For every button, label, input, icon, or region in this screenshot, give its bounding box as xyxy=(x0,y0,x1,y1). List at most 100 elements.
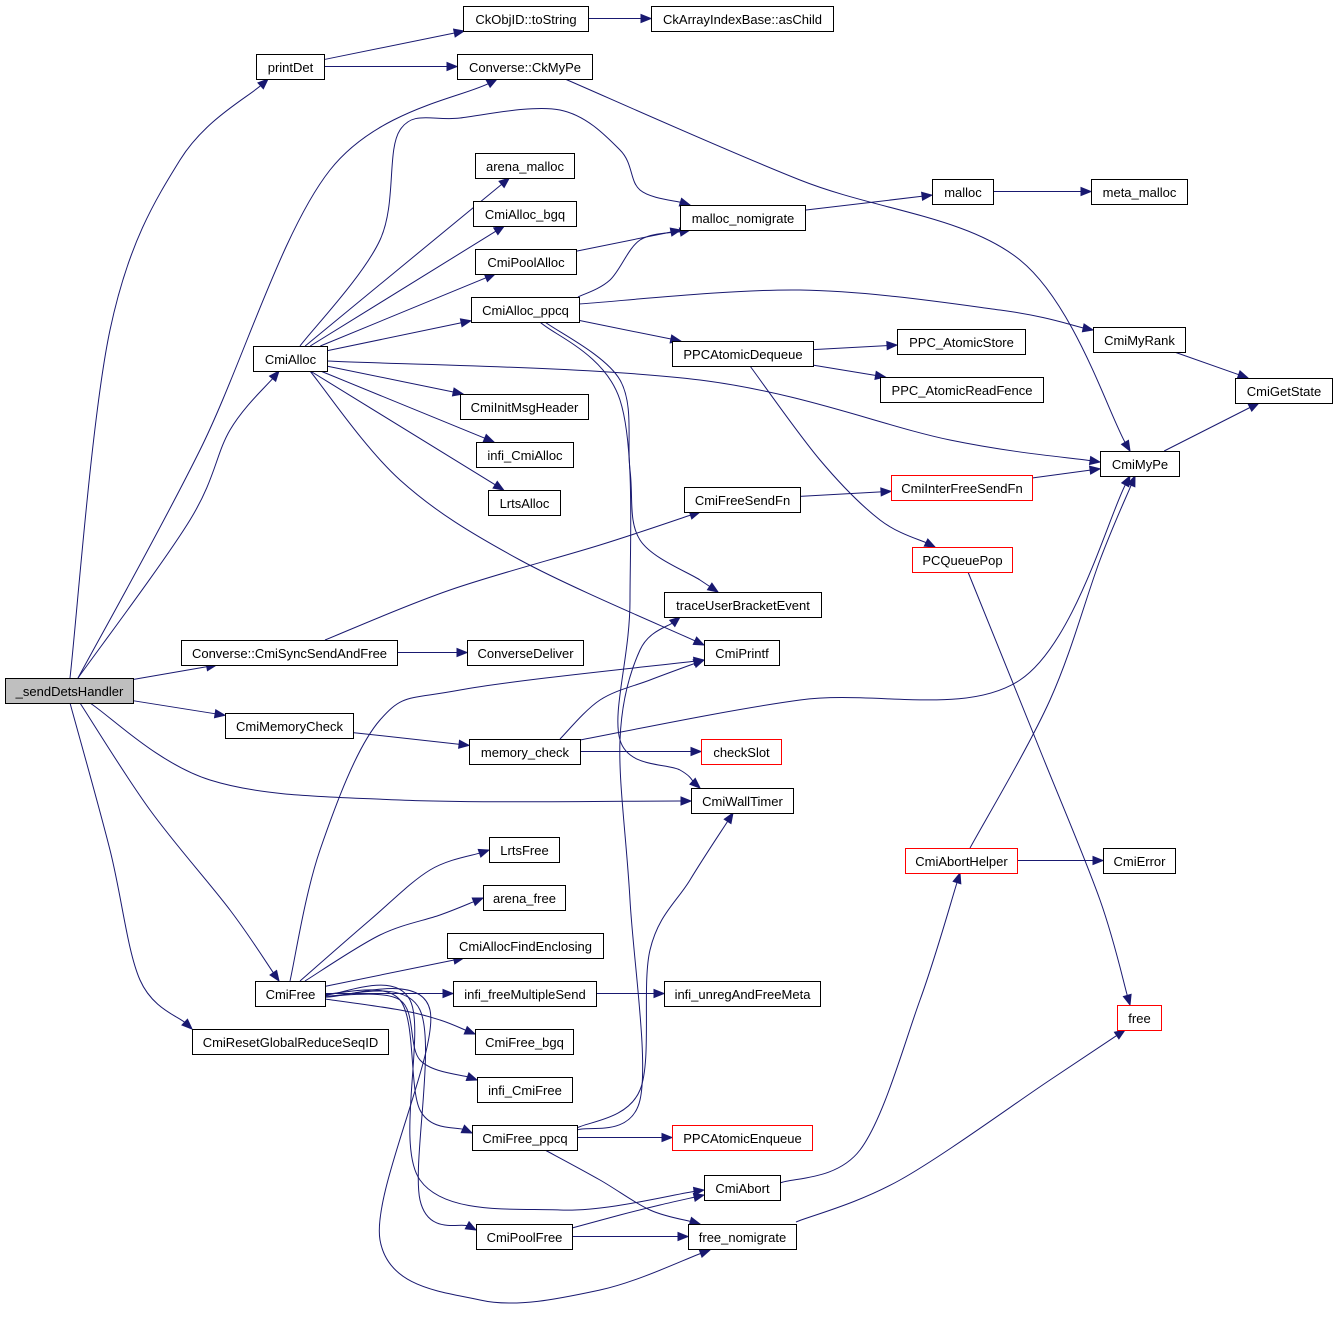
node-box[interactable] xyxy=(1103,848,1176,874)
node-box[interactable] xyxy=(880,377,1044,403)
node-box[interactable] xyxy=(1117,1005,1162,1031)
node-box[interactable] xyxy=(1235,378,1333,404)
node-CmiFreeSendFn[interactable]: CmiFreeSendFn xyxy=(684,487,801,513)
node-CmiAbortHelper[interactable]: CmiAbortHelper xyxy=(905,848,1018,874)
node-box[interactable] xyxy=(477,1077,573,1103)
node-box[interactable] xyxy=(469,739,581,765)
node-box[interactable] xyxy=(905,848,1018,874)
node-CmiFree[interactable]: CmiFree xyxy=(255,981,326,1007)
node-infi_freeMultipleSend[interactable]: infi_freeMultipleSend xyxy=(453,981,597,1007)
node-box[interactable] xyxy=(1100,451,1180,477)
node-box[interactable] xyxy=(475,153,575,179)
node-box[interactable] xyxy=(1093,327,1186,353)
node-box[interactable] xyxy=(475,1029,574,1055)
node-box[interactable] xyxy=(664,592,822,618)
node-box[interactable] xyxy=(256,54,325,80)
node-box[interactable] xyxy=(688,1224,797,1250)
node-PCQueuePop[interactable]: PCQueuePop xyxy=(912,547,1013,573)
node-PPC_AtomicStore[interactable]: PPC_AtomicStore xyxy=(897,329,1026,355)
node-CmiAbort[interactable]: CmiAbort xyxy=(704,1175,781,1201)
node-LrtsFree[interactable]: LrtsFree xyxy=(489,837,560,863)
node-box[interactable] xyxy=(457,54,593,80)
node-CmiInterFreeSendFn[interactable]: CmiInterFreeSendFn xyxy=(891,475,1033,501)
node-free[interactable]: free xyxy=(1117,1005,1162,1031)
node-CkObjID_toString[interactable]: CkObjID::toString xyxy=(463,6,589,32)
node-CmiPoolFree[interactable]: CmiPoolFree xyxy=(476,1224,573,1250)
node-infi_CmiAlloc[interactable]: infi_CmiAlloc xyxy=(476,442,574,468)
node-box[interactable] xyxy=(680,205,806,231)
node-box[interactable] xyxy=(181,640,398,666)
node-CmiAlloc[interactable]: CmiAlloc xyxy=(253,346,328,372)
node-CmiWallTimer[interactable]: CmiWallTimer xyxy=(691,788,794,814)
node-free_nomigrate[interactable]: free_nomigrate xyxy=(688,1224,797,1250)
node-box[interactable] xyxy=(473,201,577,227)
node-box[interactable] xyxy=(253,346,328,372)
node-CmiAlloc_ppcq[interactable]: CmiAlloc_ppcq xyxy=(471,297,580,323)
node-CmiPrintf[interactable]: CmiPrintf xyxy=(704,640,780,666)
node-infi_unregAndFreeMeta[interactable]: infi_unregAndFreeMeta xyxy=(664,981,821,1007)
node-malloc[interactable]: malloc xyxy=(932,179,994,205)
node-box[interactable] xyxy=(704,640,780,666)
node-meta_malloc[interactable]: meta_malloc xyxy=(1091,179,1188,205)
node-CmiMyPe[interactable]: CmiMyPe xyxy=(1100,451,1180,477)
node-printDet[interactable]: printDet xyxy=(256,54,325,80)
node-PPC_AtomicReadFence[interactable]: PPC_AtomicReadFence xyxy=(880,377,1044,403)
node-CmiPoolAlloc[interactable]: CmiPoolAlloc xyxy=(475,249,577,275)
node-Converse_CkMyPe[interactable]: Converse::CkMyPe xyxy=(457,54,593,80)
node-CmiMemoryCheck[interactable]: CmiMemoryCheck xyxy=(225,713,354,739)
node-arena_malloc[interactable]: arena_malloc xyxy=(475,153,575,179)
node-arena_free[interactable]: arena_free xyxy=(483,885,566,911)
node-box[interactable] xyxy=(255,981,326,1007)
node-traceUserBracketEvent[interactable]: traceUserBracketEvent xyxy=(664,592,822,618)
node-Converse_CmiSyncSendAndFree[interactable]: Converse::CmiSyncSendAndFree xyxy=(181,640,398,666)
node-PPCAtomicDequeue[interactable]: PPCAtomicDequeue xyxy=(672,341,814,367)
node-box[interactable] xyxy=(672,1125,813,1151)
node-box[interactable] xyxy=(664,981,821,1007)
node-infi_CmiFree[interactable]: infi_CmiFree xyxy=(477,1077,573,1103)
node-box[interactable] xyxy=(467,640,584,666)
node-CkArrayIndexBase_asChild[interactable]: CkArrayIndexBase::asChild xyxy=(651,6,834,32)
node-box[interactable] xyxy=(691,788,794,814)
node-box[interactable] xyxy=(453,981,597,1007)
node-box[interactable] xyxy=(5,678,134,704)
node-box[interactable] xyxy=(472,1125,578,1151)
node-box[interactable] xyxy=(460,394,589,420)
node-box[interactable] xyxy=(651,6,834,32)
node-CmiAlloc_bgq[interactable]: CmiAlloc_bgq xyxy=(473,201,577,227)
node-CmiMyRank[interactable]: CmiMyRank xyxy=(1093,327,1186,353)
node-box[interactable] xyxy=(225,713,354,739)
node-CmiResetGlobalReduceSeqID[interactable]: CmiResetGlobalReduceSeqID xyxy=(192,1029,389,1055)
node-box[interactable] xyxy=(684,487,801,513)
node-LrtsAlloc[interactable]: LrtsAlloc xyxy=(488,490,561,516)
node-malloc_nomigrate[interactable]: malloc_nomigrate xyxy=(680,205,806,231)
node-box[interactable] xyxy=(704,1175,781,1201)
node-box[interactable] xyxy=(476,442,574,468)
node-PPCAtomicEnqueue[interactable]: PPCAtomicEnqueue xyxy=(672,1125,813,1151)
node-CmiFree_bgq[interactable]: CmiFree_bgq xyxy=(475,1029,574,1055)
node-box[interactable] xyxy=(192,1029,389,1055)
node-CmiAllocFindEnclosing[interactable]: CmiAllocFindEnclosing xyxy=(447,933,604,959)
node-box[interactable] xyxy=(475,249,577,275)
node-box[interactable] xyxy=(891,475,1033,501)
node-box[interactable] xyxy=(488,490,561,516)
node-box[interactable] xyxy=(701,739,782,765)
node-box[interactable] xyxy=(672,341,814,367)
node-box[interactable] xyxy=(476,1224,573,1250)
node-box[interactable] xyxy=(897,329,1026,355)
node-box[interactable] xyxy=(489,837,560,863)
node-box[interactable] xyxy=(932,179,994,205)
node-memory_check[interactable]: memory_check xyxy=(469,739,581,765)
node-box[interactable] xyxy=(471,297,580,323)
node-sendDetsHandler[interactable]: _sendDetsHandler xyxy=(5,678,134,704)
node-ConverseDeliver[interactable]: ConverseDeliver xyxy=(467,640,584,666)
node-checkSlot[interactable]: checkSlot xyxy=(701,739,782,765)
node-box[interactable] xyxy=(483,885,566,911)
node-CmiError[interactable]: CmiError xyxy=(1103,848,1176,874)
node-box[interactable] xyxy=(447,933,604,959)
node-box[interactable] xyxy=(912,547,1013,573)
node-CmiGetState[interactable]: CmiGetState xyxy=(1235,378,1333,404)
node-CmiInitMsgHeader[interactable]: CmiInitMsgHeader xyxy=(460,394,589,420)
node-CmiFree_ppcq[interactable]: CmiFree_ppcq xyxy=(472,1125,578,1151)
node-box[interactable] xyxy=(1091,179,1188,205)
node-box[interactable] xyxy=(463,6,589,32)
